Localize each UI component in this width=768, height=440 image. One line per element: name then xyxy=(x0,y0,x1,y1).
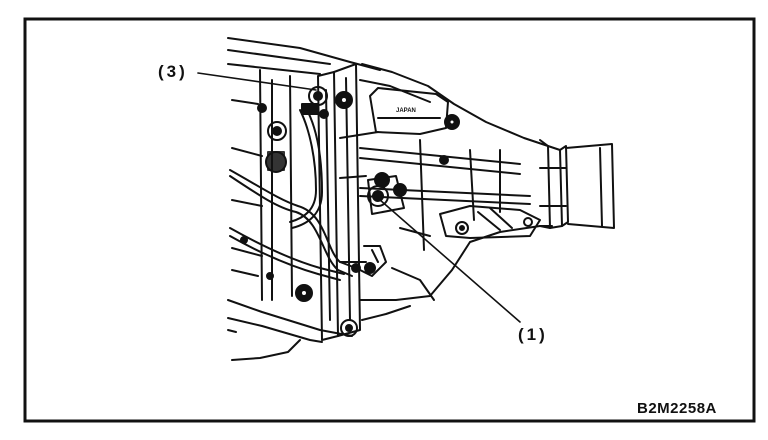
output-shaft xyxy=(539,139,615,229)
leader-line-3 xyxy=(197,72,317,91)
figure-code: B2M2258A xyxy=(637,400,717,417)
flange-plate xyxy=(317,63,379,341)
callout-3: (3) xyxy=(158,62,188,81)
leader-line-1 xyxy=(379,199,521,323)
extension-housing xyxy=(359,63,553,321)
transmission-housing xyxy=(227,37,381,361)
figure-border xyxy=(23,17,756,423)
wire-harness xyxy=(229,86,376,281)
stamp-text: JAPAN xyxy=(396,108,416,114)
callout-1: (1) xyxy=(518,325,548,344)
